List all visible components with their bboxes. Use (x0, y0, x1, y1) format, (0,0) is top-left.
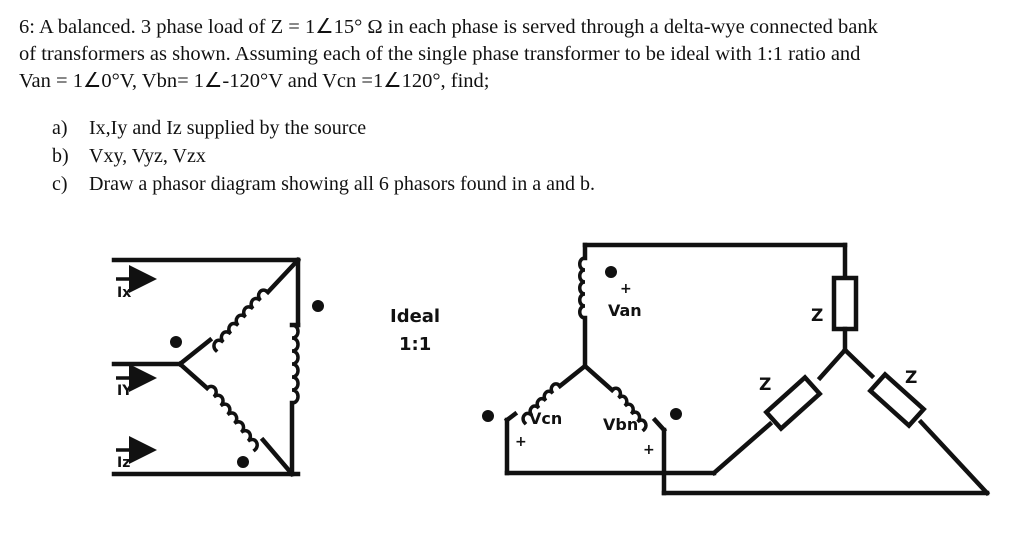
part-text: Draw a phasor diagram showing all 6 phas… (89, 173, 595, 195)
problem-line-3: Van = 1∠0°V, Vbn= 1∠-120°V and Vcn =1∠12… (19, 70, 490, 92)
dot-icon (237, 456, 249, 468)
load-impedance-right (867, 371, 927, 429)
load-impedance-left (763, 374, 823, 432)
part-label: c) (52, 173, 68, 195)
polarity-dots (170, 266, 682, 468)
primary-coil-upper (212, 288, 271, 353)
problem-statement: 6: A balanced. 3 phase load of Z = 1∠15°… (19, 14, 1009, 95)
van-plus: + (620, 281, 632, 297)
secondary-coil-c (521, 382, 563, 426)
part-text: Ix,Iy and Iz supplied by the source (89, 117, 367, 139)
iz-label: Iz (117, 455, 130, 471)
vcn-plus: + (515, 434, 527, 450)
secondary-coil-b (609, 386, 648, 433)
primary-coil-right (290, 323, 300, 405)
dot-icon (170, 336, 182, 348)
ix-label: Ix (117, 285, 131, 301)
part-c: c) Draw a phasor diagram showing all 6 p… (52, 170, 595, 198)
primary-coil-lower (204, 384, 259, 453)
part-label: b) (52, 145, 69, 167)
ideal-label: Ideal (390, 306, 440, 327)
problem-line-1: 6: A balanced. 3 phase load of Z = 1∠15°… (19, 16, 878, 38)
vcn-label: Vcn (529, 409, 562, 428)
dot-icon (605, 266, 617, 278)
wye-load (710, 242, 991, 497)
vbn-plus: + (643, 442, 655, 458)
question-parts: a) Ix,Iy and Iz supplied by the source b… (52, 114, 595, 198)
dot-icon (312, 300, 324, 312)
wye-secondary (503, 242, 990, 496)
secondary-coil-a (578, 256, 587, 320)
z-label-left: Z (759, 375, 771, 395)
delta-primary (111, 256, 302, 478)
z-label-top: Z (811, 306, 823, 326)
part-b: b) Vxy, Vyz, Vzx (52, 142, 595, 170)
vbn-label: Vbn (603, 415, 638, 434)
load-impedance-top (831, 275, 859, 332)
van-label: Van (608, 301, 642, 320)
part-a: a) Ix,Iy and Iz supplied by the source (52, 114, 595, 142)
ratio-label: 1:1 (399, 334, 431, 355)
current-arrows (116, 265, 157, 464)
part-label: a) (52, 117, 68, 139)
dot-icon (670, 408, 682, 420)
iy-label: IY (117, 383, 133, 399)
z-label-right: Z (905, 368, 917, 388)
part-text: Vxy, Vyz, Vzx (89, 145, 206, 167)
problem-line-2: of transformers as shown. Assuming each … (19, 43, 861, 65)
dot-icon (482, 410, 494, 422)
